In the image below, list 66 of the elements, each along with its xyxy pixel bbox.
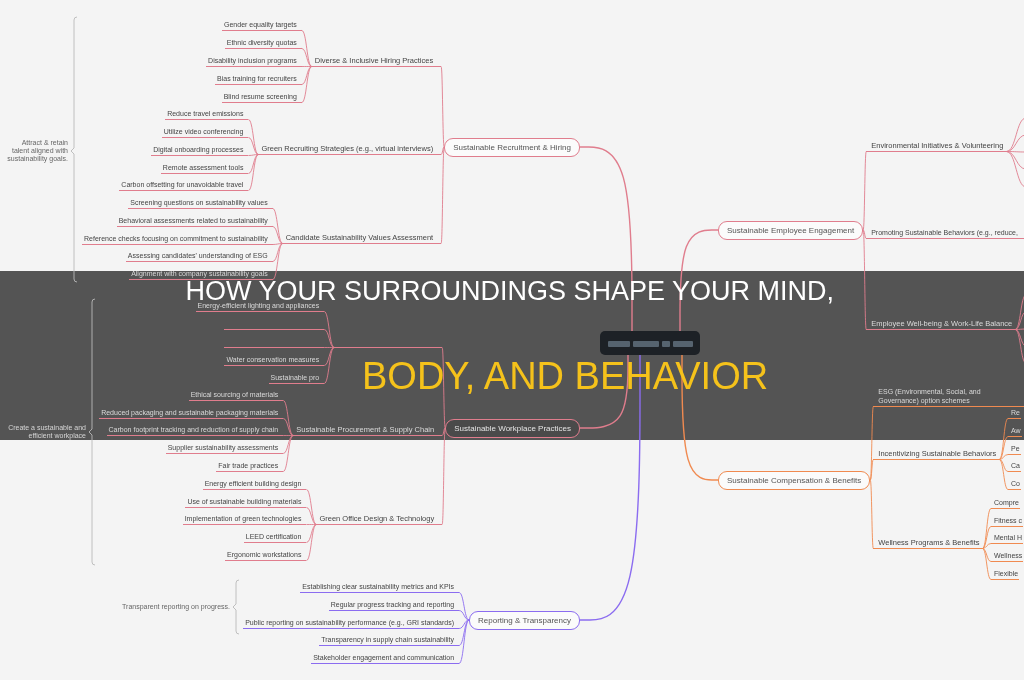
branch-line xyxy=(458,619,470,629)
branch-line xyxy=(1005,151,1024,188)
branch-line xyxy=(272,243,284,280)
branch-line xyxy=(441,427,446,436)
branch-line xyxy=(1014,328,1024,330)
branch-line xyxy=(305,524,317,561)
branch-line xyxy=(998,459,1009,472)
branch-line xyxy=(869,479,874,549)
branch-line xyxy=(579,354,641,621)
branch-line xyxy=(323,347,335,348)
branch-line xyxy=(305,524,317,543)
branch-line xyxy=(1014,329,1024,347)
central-topic-box xyxy=(600,331,700,355)
branch-line xyxy=(272,208,284,244)
branch-line xyxy=(305,507,317,525)
branch-line xyxy=(458,592,470,621)
branch-line xyxy=(272,243,284,262)
branch-line xyxy=(998,454,1009,460)
branch-line xyxy=(301,66,313,67)
branch-line xyxy=(982,508,992,549)
branch-line xyxy=(301,30,313,67)
branch-line xyxy=(998,459,1009,490)
branch-line xyxy=(440,146,445,155)
branch-line xyxy=(282,435,294,472)
branch-line xyxy=(1005,134,1024,152)
main-topic-node: Reporting & Transparency xyxy=(469,610,580,630)
branch-line xyxy=(1014,294,1024,330)
branch-line xyxy=(458,619,470,646)
branch-line xyxy=(982,548,992,562)
main-topic-node: Sustainable Recruitment & Hiring xyxy=(444,137,580,157)
branch-line xyxy=(272,226,284,244)
branch-line xyxy=(247,137,259,155)
branch-line xyxy=(998,436,1009,460)
branch-line xyxy=(301,48,313,67)
branch-line xyxy=(305,524,317,525)
main-topic-node: Sustainable Employee Engagement xyxy=(718,220,864,240)
branch-line xyxy=(982,526,992,549)
branch-line xyxy=(282,418,294,436)
branch-line xyxy=(458,610,470,621)
branch-line xyxy=(458,619,470,664)
branch-line xyxy=(305,489,317,525)
branch-line xyxy=(247,154,259,174)
branch-line xyxy=(862,151,867,231)
branch-line xyxy=(301,66,313,103)
branch-line xyxy=(323,311,335,348)
branch-line xyxy=(998,418,1009,460)
branch-line xyxy=(282,400,294,436)
branch-line xyxy=(282,435,294,436)
branch-line xyxy=(247,154,259,191)
branch-line xyxy=(247,154,259,156)
branch-line xyxy=(247,119,259,155)
main-topic-node: Sustainable Compensation & Benefits xyxy=(718,470,871,490)
branch-line xyxy=(579,146,633,332)
branch-line xyxy=(301,66,313,85)
branch-line xyxy=(323,347,335,366)
branch-line xyxy=(1014,311,1024,330)
branch-line xyxy=(869,459,874,481)
branch-line xyxy=(679,229,719,332)
branch-line xyxy=(1014,329,1024,364)
branch-line xyxy=(282,435,294,454)
branch-line xyxy=(982,548,992,580)
branch-line xyxy=(982,543,992,549)
branch-line xyxy=(323,347,335,384)
branch-line xyxy=(272,243,284,245)
branch-line xyxy=(862,229,867,239)
branch-line xyxy=(323,329,335,348)
